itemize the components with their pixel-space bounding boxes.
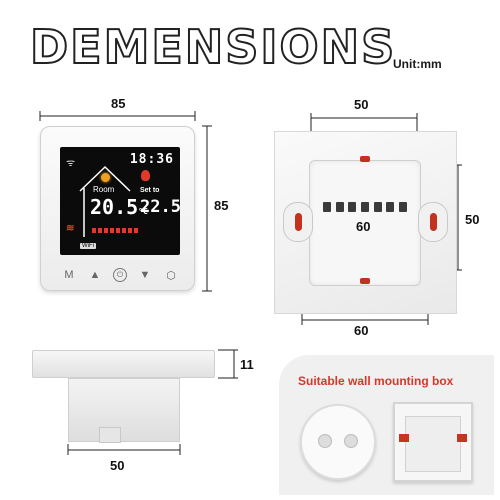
thermostat-back bbox=[274, 131, 457, 314]
round-mounting-box bbox=[300, 404, 376, 480]
side-faceplate bbox=[32, 350, 215, 378]
side-housing bbox=[68, 378, 180, 443]
thermostat-front: ᯤ 18:36 Room 20.5°C Set to 22.5°C ≋ WiFi… bbox=[40, 126, 195, 291]
sun-icon bbox=[101, 173, 110, 182]
back-housing bbox=[309, 160, 421, 286]
thermostat-screen: ᯤ 18:36 Room 20.5°C Set to 22.5°C ≋ WiFi bbox=[60, 147, 180, 255]
front-width-label: 85 bbox=[111, 96, 126, 111]
house-icon bbox=[79, 165, 131, 237]
top-latch bbox=[360, 156, 370, 162]
left-mounting-ear bbox=[283, 202, 313, 242]
wifi-icon: ᯤ bbox=[66, 158, 76, 169]
wifi-badge: WiFi bbox=[80, 243, 96, 249]
back-bottom-label: 60 bbox=[354, 323, 369, 338]
up-button: ▲ bbox=[89, 269, 101, 281]
page-title: DEMENSIONS bbox=[29, 19, 397, 75]
front-height-label: 85 bbox=[214, 198, 229, 213]
down-button: ▼ bbox=[139, 269, 151, 281]
back-width-label: 50 bbox=[354, 97, 369, 112]
set-temperature: 22.5°C bbox=[140, 197, 180, 217]
mounting-box-title: Suitable wall mounting box bbox=[298, 374, 454, 388]
back-height-label: 50 bbox=[465, 212, 480, 227]
room-label: Room bbox=[93, 185, 115, 194]
thermostat-buttons: M ▲ ⏻ ▼ ⬡ bbox=[61, 265, 179, 285]
unit-label: Unit:mm bbox=[393, 57, 442, 71]
eco-button: ⬡ bbox=[166, 269, 176, 282]
terminal-block bbox=[323, 202, 407, 214]
set-to-label: Set to bbox=[140, 187, 160, 194]
clock-display: 18:36 bbox=[129, 152, 174, 167]
square-mounting-box bbox=[393, 402, 473, 482]
bottom-latch bbox=[360, 278, 370, 284]
power-button: ⏻ bbox=[113, 268, 127, 282]
heating-icon: ≋ bbox=[66, 223, 75, 234]
room-temperature: 20.5°C bbox=[90, 195, 148, 219]
side-depth-label: 11 bbox=[240, 357, 254, 372]
right-mounting-ear bbox=[418, 202, 448, 242]
mode-button: M bbox=[64, 269, 74, 281]
flame-icon bbox=[141, 170, 150, 181]
back-diagonal-label: 60 bbox=[356, 219, 371, 234]
heat-level-bar bbox=[92, 228, 138, 233]
side-width-label: 50 bbox=[110, 458, 125, 473]
